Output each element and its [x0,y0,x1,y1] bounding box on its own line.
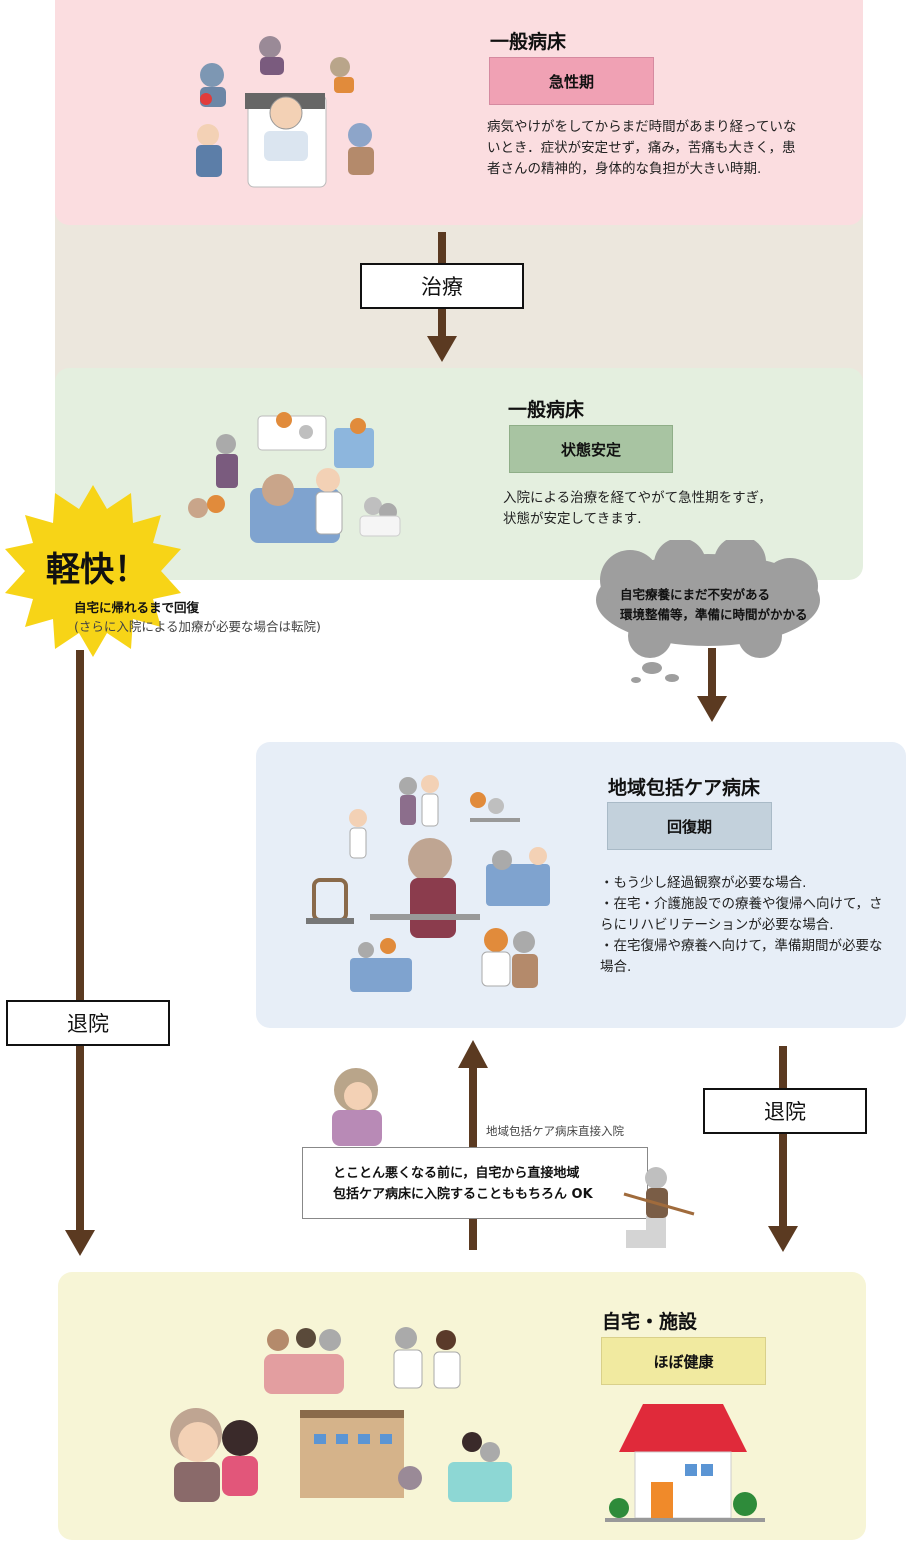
cloud-line2: 環境整備等，準備に時間がかかる [620,604,808,623]
cloud-arrow-head [697,696,727,722]
acute-description: 病気やけがをしてからまだ時間があまり経っていないとき．症状が安定せず，痛み，苦痛… [487,117,797,180]
stable-title: 一般病床 [508,395,584,422]
stable-ward-illustration [178,408,408,548]
right-discharge-label: 退院 [703,1088,867,1134]
direct-note-line1: とことん悪くなる前に，自宅から直接地域 [333,1162,579,1181]
keikai-title: 軽快！ [46,542,148,591]
community-title: 地域包括ケア病床 [608,773,760,800]
acute-panel [55,0,863,225]
acute-title: 一般病床 [490,27,566,54]
direct-admission-label: 地域包括ケア病床直接入院 [486,1123,624,1139]
stable-description: 入院による治療を経てやがて急性期をすぎ，状態が安定してきます. [503,488,773,530]
keikai-line2: (さらに入院による加療が必要な場合は転院) [74,616,321,635]
left-discharge-arrow-head [65,1230,95,1256]
acute-patients-illustration [190,35,390,195]
direct-admission-note: とことん悪くなる前に，自宅から直接地域 包括ケア病床に入院することももちろん O… [302,1147,648,1219]
coughing-elder-illustration [322,1064,392,1148]
acute-stage-badge: 急性期 [489,57,654,105]
left-discharge-label: 退院 [6,1000,170,1046]
community-item-2: ・在宅・介護施設での療養や復帰へ向けて，さらにリハビリテーションが必要な場合. [600,894,890,936]
treatment-label: 治療 [360,263,524,309]
rehabilitation-illustration [300,770,560,1000]
right-discharge-arrow-shaft [779,1046,787,1229]
cloud-line1: 自宅療養にまだ不安がある [620,584,770,603]
stable-stage-badge: 状態安定 [509,425,673,473]
direct-note-line2: 包括ケア病床に入院することももちろん OK [333,1183,593,1202]
community-item-3: ・在宅復帰や療養へ向けて，準備期間が必要な場合. [600,936,895,978]
home-title: 自宅・施設 [602,1307,697,1334]
home-care-illustration [160,1322,520,1522]
community-stage-badge: 回復期 [607,802,772,850]
cloud-arrow-shaft [708,648,716,700]
treatment-arrow-head [427,336,457,362]
home-stage-badge: ほぼ健康 [601,1337,766,1385]
left-discharge-arrow-shaft [76,650,84,1235]
community-item-1: ・もう少し経過観察が必要な場合. [600,873,895,894]
home-house-illustration [605,1398,765,1522]
right-discharge-arrow-head [768,1226,798,1252]
direct-admission-arrow-head [458,1040,488,1068]
keikai-line1: 自宅に帰れるまで回復 [74,597,199,616]
elder-with-cane-illustration [620,1164,696,1248]
